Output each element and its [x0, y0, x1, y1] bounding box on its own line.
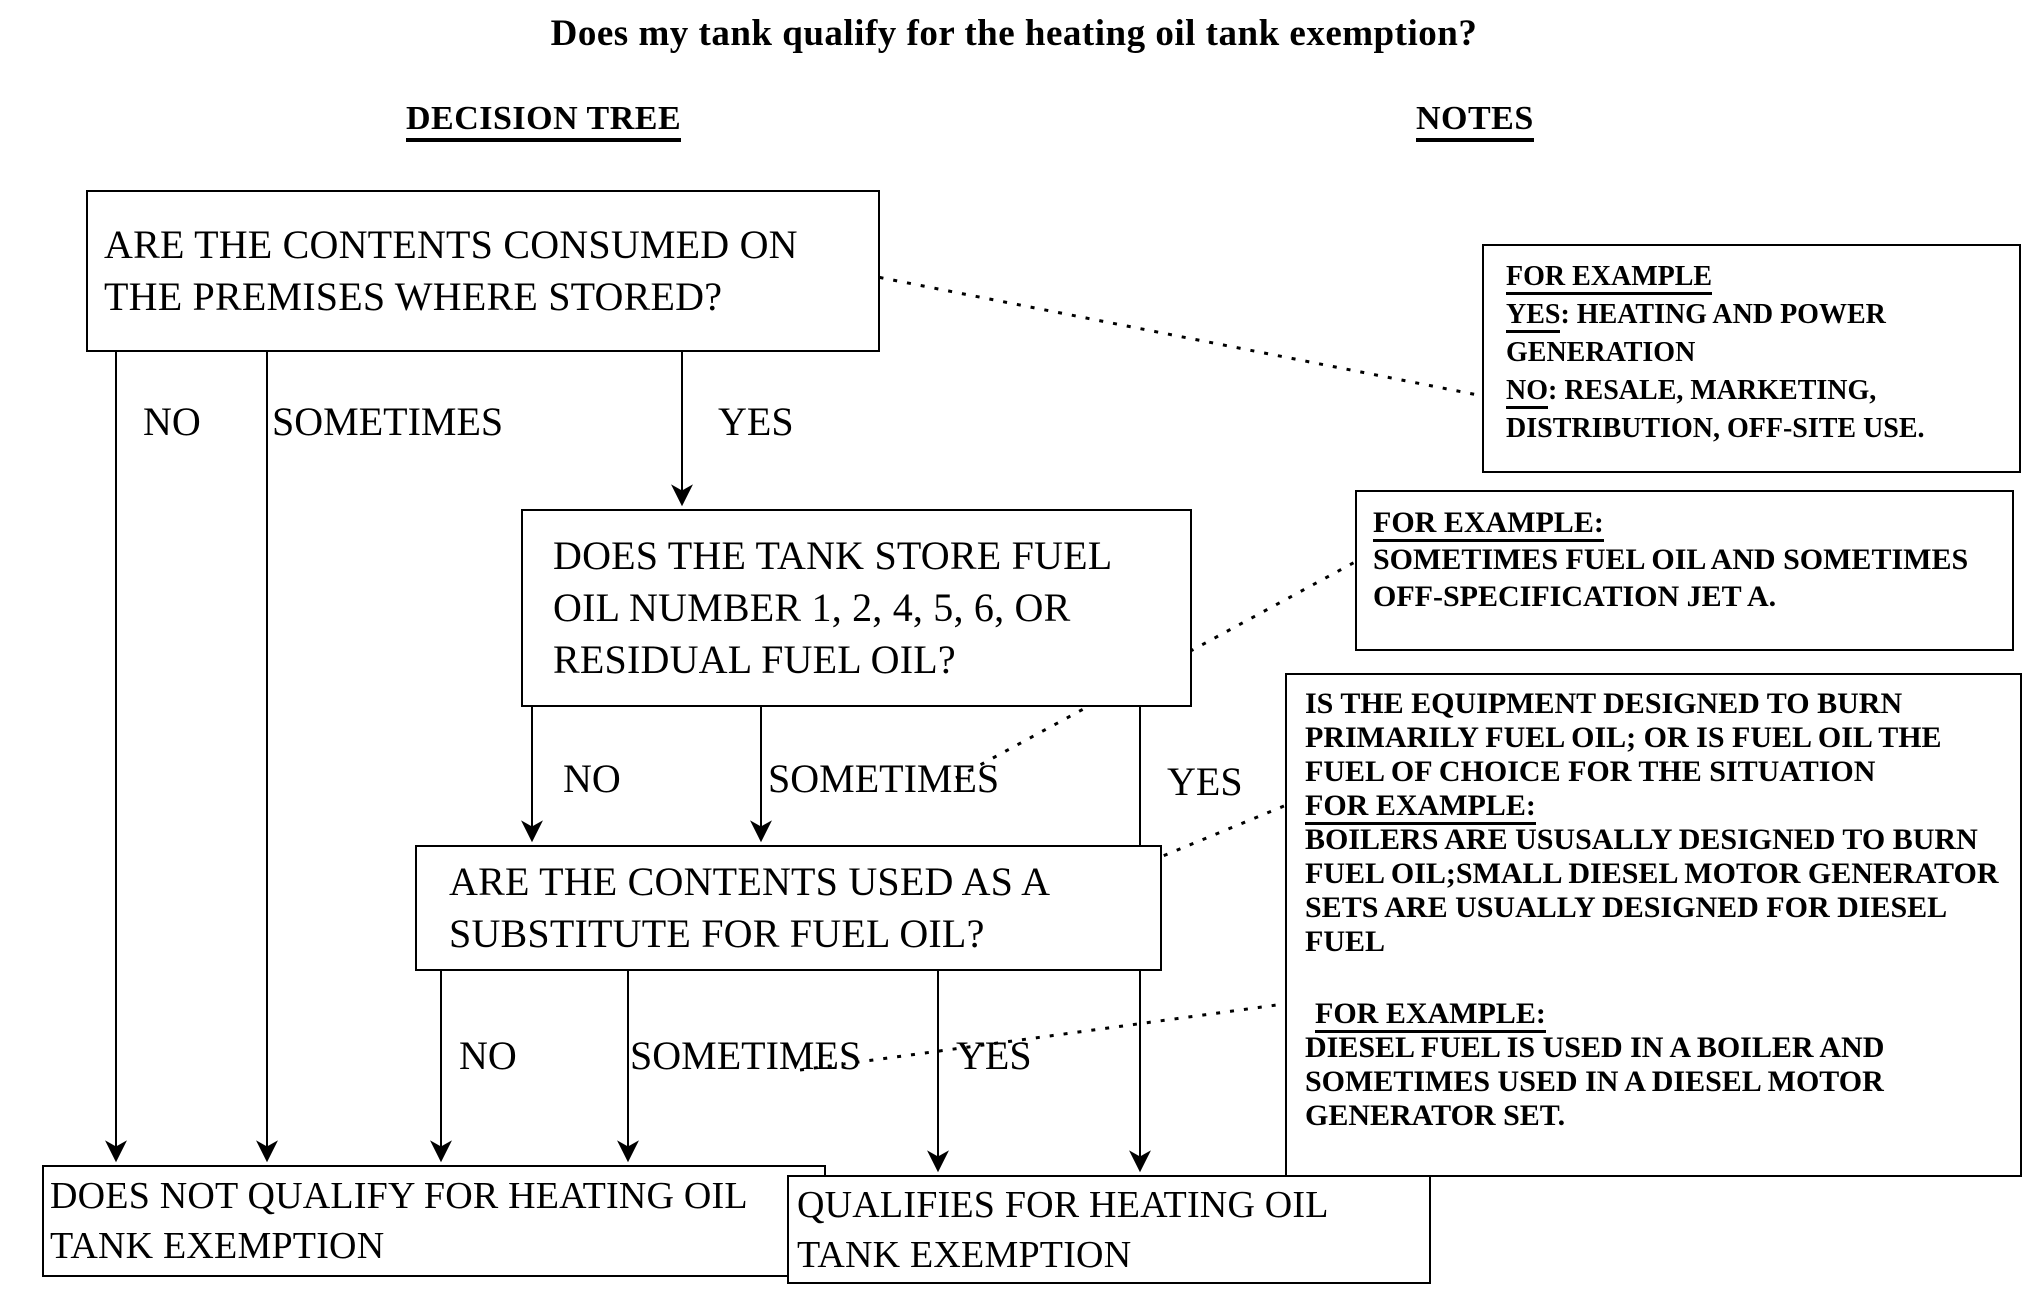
- note1-yes-term: YES: [1506, 299, 1561, 333]
- outcome-box-does-not-qualify-text: DOES NOT QUALIFY FOR HEATING OIL TANK EX…: [50, 1175, 747, 1267]
- page-title: Does my tank qualify for the heating oil…: [550, 13, 1478, 54]
- decision-box-fuel-oil-number-text: DOES THE TANK STORE FUEL OIL NUMBER 1, 2…: [553, 533, 1111, 682]
- note3-body2: DIESEL FUEL IS USED IN A BOILER AND SOME…: [1305, 1031, 1885, 1132]
- note-link-q3-sometimes-to-note3-example2: [799, 1002, 1285, 1072]
- decision-box-fuel-oil-number: DOES THE TANK STORE FUEL OIL NUMBER 1, 2…: [521, 509, 1192, 707]
- note1-heading: FOR EXAMPLE: [1506, 258, 2005, 296]
- outcome-box-qualifies-text: QUALIFIES FOR HEATING OIL TANK EXEMPTION: [797, 1183, 1328, 1276]
- note1-yes-text: : HEATING AND POWER GENERATION: [1506, 299, 1886, 368]
- branch-label-q3-sometimes: SOMETIMES: [630, 1033, 862, 1078]
- branch-label-q3-yes: YES: [956, 1033, 1032, 1078]
- note-box-equipment-design: IS THE EQUIPMENT DESIGNED TO BURN PRIMAR…: [1285, 673, 2022, 1177]
- note-box-fuel-type-example: FOR EXAMPLE: SOMETIMES FUEL OIL AND SOME…: [1355, 490, 2014, 651]
- notes-column-header: NOTES: [1416, 100, 1534, 142]
- decision-box-consumed-on-premises-text: ARE THE CONTENTS CONSUMED ON THE PREMISE…: [104, 222, 798, 319]
- note2-heading: FOR EXAMPLE:: [1373, 504, 2004, 542]
- notes-header-label: NOTES: [1416, 100, 1534, 142]
- note3-heading1: FOR EXAMPLE:: [1305, 789, 2008, 825]
- decision-box-consumed-on-premises: ARE THE CONTENTS CONSUMED ON THE PREMISE…: [86, 190, 880, 352]
- decision-box-substitute-fuel-oil-text: ARE THE CONTENTS USED AS A SUBSTITUTE FO…: [449, 859, 1048, 956]
- note2-body: SOMETIMES FUEL OIL AND SOMETIMES OFF-SPE…: [1373, 543, 1969, 613]
- note-box-consumption-examples: FOR EXAMPLE YES: HEATING AND POWER GENER…: [1482, 244, 2021, 473]
- note-link-q1-to-note1: [851, 270, 1484, 398]
- note1-yes-line: YES: HEATING AND POWER GENERATION: [1506, 296, 2005, 372]
- branch-label-q1-yes: YES: [718, 399, 794, 444]
- outcome-box-does-not-qualify: DOES NOT QUALIFY FOR HEATING OIL TANK EX…: [42, 1165, 826, 1277]
- note1-no-text: : RESALE, MARKETING, DISTRIBUTION, OFF-S…: [1506, 375, 1925, 444]
- branch-label-q3-no: NO: [459, 1033, 517, 1078]
- note1-no-line: NO: RESALE, MARKETING, DISTRIBUTION, OFF…: [1506, 372, 2005, 448]
- branch-label-q1-no: NO: [143, 399, 201, 444]
- note1-no-term: NO: [1506, 375, 1548, 409]
- decision-tree-header-label: DECISION TREE: [406, 100, 682, 142]
- branch-label-q1-sometimes: SOMETIMES: [272, 399, 504, 444]
- note3-body1: BOILERS ARE USUSALLY DESIGNED TO BURN FU…: [1305, 823, 1999, 958]
- outcome-box-qualifies: QUALIFIES FOR HEATING OIL TANK EXEMPTION: [787, 1175, 1431, 1284]
- decision-box-substitute-fuel-oil: ARE THE CONTENTS USED AS A SUBSTITUTE FO…: [415, 845, 1162, 971]
- branch-label-q2-yes: YES: [1167, 759, 1243, 804]
- note3-heading2: FOR EXAMPLE:: [1305, 997, 2008, 1033]
- branch-label-q2-sometimes: SOMETIMES: [768, 756, 1000, 801]
- branch-label-q2-no: NO: [563, 756, 621, 801]
- note3-intro: IS THE EQUIPMENT DESIGNED TO BURN PRIMAR…: [1305, 687, 1942, 788]
- decision-tree-column-header: DECISION TREE: [406, 100, 682, 142]
